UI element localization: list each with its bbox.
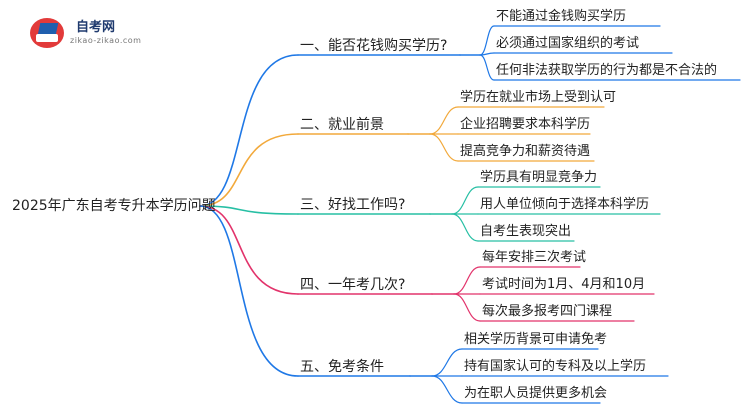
branch-3-leaf-3: 自考生表现突出 [480,224,572,239]
branch-4-leaf-3-connector [453,293,481,322]
root-to-branch-5-connector [199,205,299,377]
branch-5-leaf-3: 为在职人员提供更多机会 [464,386,608,401]
branch-3-leaf-1: 学历具有明显竞争力 [480,170,598,185]
branch-1-leaf-3: 任何非法获取学历的行为都是不合法的 [496,63,718,78]
branch-1-leaf-2: 必须通过国家组织的考试 [496,36,640,51]
site-logo: 自考网 zikao-zikao.com [30,14,150,56]
branch-2-leaf-1-connector [429,106,459,135]
branch-5-leaf-3-connector [431,375,463,404]
branch-5-leaf-1-connector [431,348,463,377]
branch-3-leaf-2: 用人单位倾向于选择本科学历 [480,197,650,212]
root-topic: 2025年广东自考专升本学历问题 [12,198,216,214]
branch-1-leaf-1: 不能通过金钱购买学历 [496,9,627,24]
branch-4-leaf-1-connector [453,266,481,295]
branch-5-leaf-2: 持有国家认可的专科及以上学历 [464,359,647,374]
root-to-branch-1-connector [199,54,299,207]
root-to-branch-3-connector [199,205,299,215]
graduation-cap-pen-icon [30,18,64,48]
branch-5-label: 五、免考条件 [300,359,384,375]
branch-4-leaf-1: 每年安排三次考试 [482,250,587,265]
logo-url: zikao-zikao.com [70,36,142,45]
branch-1-leaf-1-connector [479,25,495,56]
branch-3-leaf-1-connector [451,186,479,215]
branch-1-label: 一、能否花钱购买学历? [300,38,448,54]
branch-3-leaf-3-connector [451,213,479,242]
branch-5-leaf-1: 相关学历背景可申请免考 [464,332,608,347]
branch-4-leaf-3: 每次最多报考四门课程 [482,304,613,319]
branch-3-label: 三、好找工作吗? [300,197,406,213]
branch-1-leaf-3-connector [479,54,495,81]
branch-2-leaf-1: 学历在就业市场上受到认可 [460,90,617,105]
branch-4-leaf-2: 考试时间为1月、4月和10月 [482,277,646,292]
root-to-branch-2-connector [199,133,299,207]
branch-2-leaf-3-connector [429,133,459,162]
branch-4-label: 四、一年考几次? [300,277,406,293]
branch-2-leaf-2: 企业招聘要求本科学历 [460,117,591,132]
branch-2-label: 二、就业前景 [300,117,384,133]
root-to-branch-4-connector [199,205,299,295]
logo-name: 自考网 [76,20,116,35]
branch-2-leaf-3: 提高竞争力和薪资待遇 [460,144,591,159]
